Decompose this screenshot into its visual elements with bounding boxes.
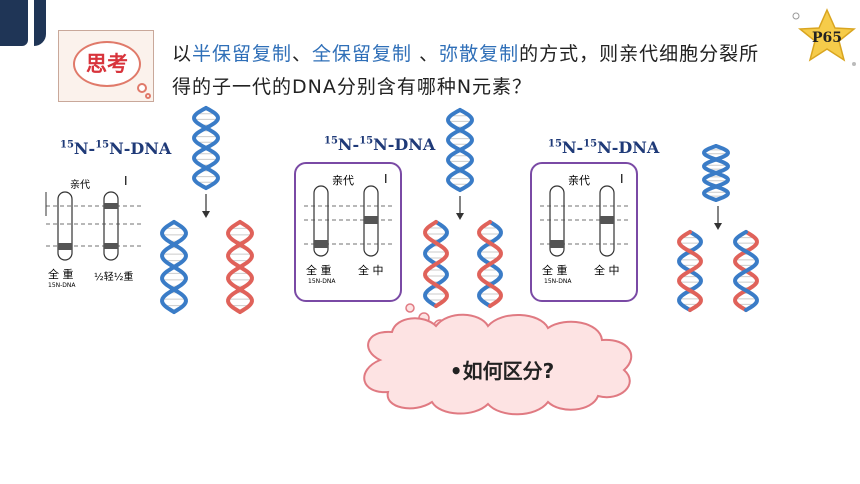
dna-strand (477, 220, 503, 308)
think-label: 思考 (86, 52, 128, 76)
tube-2-label: 全 中 (594, 264, 620, 277)
mode-conservative: 全保留复制 (312, 43, 413, 65)
dna-strand (702, 144, 730, 202)
tube-1-label: 全 重 (48, 268, 74, 281)
arrow-down-icon (202, 211, 210, 218)
dna-strand (192, 106, 220, 190)
tube-1-sub-label: 15N-DNA (544, 278, 572, 285)
think-badge: 思考 (58, 30, 154, 102)
panel-2-tubes: 亲代 I 全 重 15N-DNA 全 中 (298, 170, 398, 298)
arrow-down-icon (714, 223, 722, 230)
panel-1-label: 15N-15N-DNA (60, 139, 172, 158)
generation-label: I (384, 172, 388, 186)
question-prefix: 以 (172, 43, 193, 65)
mode-semi-conservative: 半保留复制 (192, 43, 293, 65)
tube-1-label: 全 重 (542, 264, 568, 277)
corner-decoration (0, 0, 60, 50)
star-icon (792, 8, 857, 66)
dna-strand (677, 230, 703, 312)
dna-strand (160, 220, 188, 314)
generation-label: I (124, 174, 128, 188)
dna-strand (446, 108, 474, 192)
tube-1-sub-label: 15N-DNA (48, 282, 76, 289)
parent-label: 亲代 (332, 174, 354, 187)
arrow-down-icon (456, 213, 464, 220)
question-suffix: 的方式，则亲代细胞分裂所得的子一代的DNA分别含有哪种N元素？ (172, 43, 760, 98)
cloud-question: •如何区分? (449, 359, 555, 383)
panel-3-frame (530, 162, 638, 302)
panel-1-tubes: 亲代 I 全 重 15N-DNA ½轻½重 (44, 172, 148, 304)
panel-2-label: 15N-15N-DNA (324, 135, 436, 154)
panel-3-tubes: 亲代 I 全 重 15N-DNA 全 中 (534, 170, 634, 298)
panel-3-label: 15N-15N-DNA (548, 138, 660, 157)
question-text: 以半保留复制、全保留复制 、弥散复制的方式，则亲代细胞分裂所得的子一代的DNA分… (172, 38, 772, 104)
tube-2-label: ½轻½重 (94, 272, 134, 283)
page-number-star: P65 (790, 4, 860, 70)
dna-strand (226, 220, 254, 314)
generation-label: I (620, 172, 624, 186)
panel-2-frame (294, 162, 402, 302)
dna-strand (733, 230, 759, 312)
parent-label: 亲代 (568, 174, 590, 187)
tube-1-label: 全 重 (306, 264, 332, 277)
dna-strand (423, 220, 449, 308)
parent-label: 亲代 (70, 180, 90, 191)
tube-1-sub-label: 15N-DNA (308, 278, 336, 285)
thought-cloud: •如何区分? (352, 326, 652, 416)
question-separator: 、 (412, 43, 440, 65)
tube-2-label: 全 中 (358, 264, 384, 277)
mode-dispersive: 弥散复制 (439, 43, 520, 65)
page-number: P65 (811, 30, 842, 46)
question-separator: 、 (292, 43, 313, 65)
